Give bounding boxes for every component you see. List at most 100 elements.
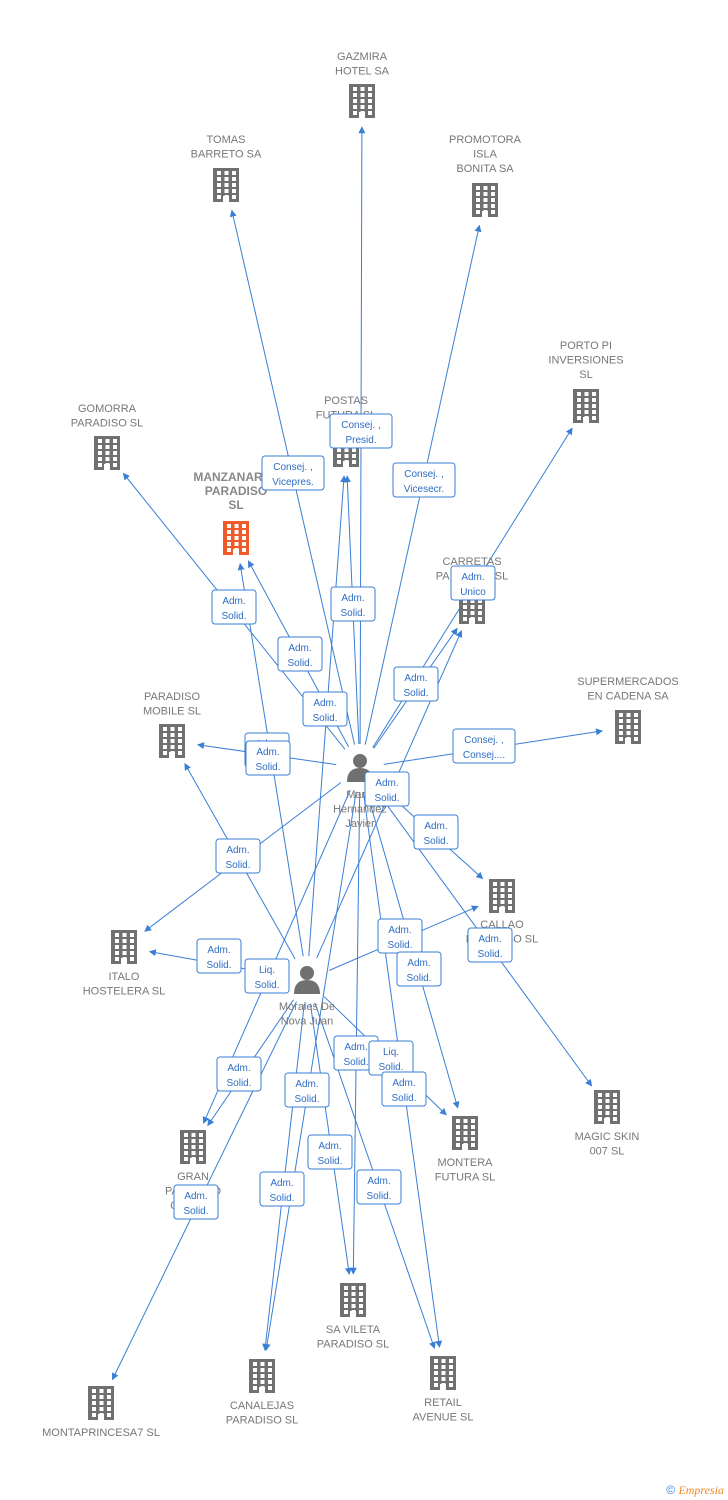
building-icon — [94, 436, 120, 470]
edge-label[interactable]: Adm.Solid. — [393, 666, 439, 702]
edge-label-text: Adm. — [375, 778, 398, 789]
edge-label-text: Consej. , — [404, 469, 443, 480]
edge-label[interactable]: Adm.Solid. — [356, 1169, 402, 1205]
savileta-label-line: SA VILETA — [326, 1324, 381, 1336]
company-node-savileta[interactable]: SA VILETA PARADISO SL — [317, 1283, 390, 1351]
edge-label[interactable]: Adm.Solid. — [413, 814, 459, 850]
portopi-label-line: INVERSIONES — [548, 355, 623, 367]
gomorra-label-line: GOMORRA — [78, 403, 137, 415]
edge-label-text: Adm. — [318, 1141, 341, 1152]
brand-name[interactable]: Empresia — [678, 1483, 724, 1497]
edge-label-text: Solid. — [226, 1078, 251, 1089]
edge-label-text: Adm. — [227, 1063, 250, 1074]
edge-label[interactable]: Adm. Solid. — [216, 1056, 262, 1092]
savileta-label-line: PARADISO SL — [317, 1339, 390, 1351]
edge-label[interactable]: Adm.Solid. — [330, 586, 376, 622]
building-icon — [452, 1116, 478, 1150]
edge-label-text: Solid. — [403, 688, 428, 699]
company-node-montaprincesa[interactable]: MONTAPRINCESA7 SL — [42, 1386, 160, 1439]
edge-label[interactable]: Adm.Unico — [450, 565, 496, 601]
edge-label-text: Consej. , — [341, 420, 380, 431]
paradisomobile-label-line: MOBILE SL — [143, 706, 201, 718]
edge-label[interactable]: Consej. ,Vicesecr. — [392, 462, 456, 498]
edge-label-text: Adm. — [288, 643, 311, 654]
edge-labels-layer: Consej. ,Presid.Consej. ,Vicepres.Consej… — [173, 413, 516, 1220]
gazmira-label-line: HOTEL SA — [335, 66, 390, 78]
edge-label[interactable]: Adm.Solid. — [259, 1171, 305, 1207]
building-icon — [430, 1356, 456, 1390]
edge-label[interactable]: Adm. Solid. — [307, 1134, 353, 1170]
edge-label[interactable]: Adm.Solid. — [302, 691, 348, 727]
magicskin-label-line: MAGIC SKIN — [575, 1131, 640, 1143]
edge-label[interactable]: Adm.Solid. — [173, 1184, 219, 1220]
portopi-label-line: SL — [579, 369, 592, 381]
edge-label-text: Vicepres. — [272, 477, 314, 488]
person-icon — [294, 966, 320, 994]
edge-label-text: Solid. — [406, 973, 431, 984]
gazmira-label-line: GAZMIRA — [337, 51, 388, 63]
edge-label[interactable]: Adm.Solid. — [196, 938, 242, 974]
edge-label-text: Solid. — [387, 940, 412, 951]
promotora-label-line: PROMOTORA — [449, 134, 522, 146]
edge-label-text: Solid. — [221, 611, 246, 622]
manzanares-label-line: SL — [228, 498, 243, 512]
edge-label[interactable]: Adm.Solid. — [396, 951, 442, 987]
edge-label[interactable]: Adm.Solid. — [284, 1072, 330, 1108]
edge-label-text: Adm. — [478, 934, 501, 945]
edge-label-text: Solid. — [391, 1093, 416, 1104]
supermercados-label-line: EN CADENA SA — [587, 691, 669, 703]
building-icon — [111, 930, 137, 964]
building-icon — [223, 521, 249, 555]
edge-label-text: Solid. — [423, 836, 448, 847]
edge-label[interactable]: Liq.Solid. — [244, 958, 290, 994]
edge-label[interactable]: Adm.Solid. — [377, 918, 423, 954]
portopi-label-line: PORTO PI — [560, 340, 612, 352]
edge-label-text: Solid. — [317, 1156, 342, 1167]
edge-javier-to-canalejas — [263, 791, 357, 1351]
edge-label[interactable]: Adm.Solid. — [211, 589, 257, 625]
building-icon — [180, 1130, 206, 1164]
edge-label[interactable]: Consej. ,Presid. — [329, 413, 393, 449]
edge-label[interactable]: Liq.Solid. — [368, 1040, 414, 1076]
edge-label-text: Solid. — [183, 1206, 208, 1217]
promotora-label-line: ISLA — [473, 149, 498, 161]
building-icon — [159, 724, 185, 758]
building-icon — [349, 84, 375, 118]
tomas-label-line: TOMAS — [207, 134, 246, 146]
edge-label-text: Unico — [460, 587, 486, 598]
edge-label[interactable]: Consej. ,Consej.... — [452, 728, 516, 764]
javier-label-line: Javier — [345, 818, 375, 830]
edge-label-text: Consej.... — [463, 750, 505, 761]
edge-label[interactable]: Consej. ,Vicepres. — [261, 455, 325, 491]
edge-label[interactable]: Adm.Solid. — [277, 636, 323, 672]
edge-label[interactable]: Adm. Solid. — [381, 1071, 427, 1107]
building-icon — [472, 183, 498, 217]
edge-label[interactable]: Adm.Solid. — [245, 740, 291, 776]
edge-label-text: Solid. — [343, 1057, 368, 1068]
edge-label-text: Adm. — [392, 1078, 415, 1089]
edge-label-text: Liq. — [383, 1047, 399, 1058]
postas-label-line: POSTAS — [324, 395, 368, 407]
italo-label-line: HOSTELERA SL — [83, 986, 166, 998]
company-node-gazmira[interactable]: GAZMIRA HOTEL SA — [335, 51, 390, 118]
edge-label-text: Adm. — [295, 1079, 318, 1090]
edge-label-text: Solid. — [340, 608, 365, 619]
company-node-portopi[interactable]: PORTO PI INVERSIONES SL — [548, 340, 624, 423]
edge-label[interactable]: Adm.Solid. — [467, 927, 513, 963]
edge-label[interactable]: Adm.Solid. — [215, 838, 261, 874]
edge-label[interactable]: Adm.Solid. — [364, 771, 410, 807]
